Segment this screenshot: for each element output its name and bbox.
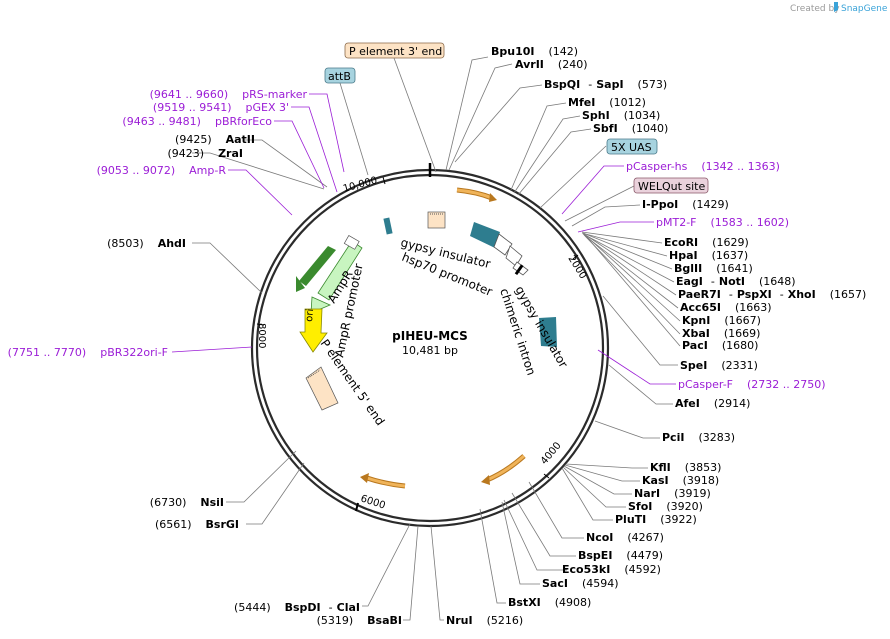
site-sfoi: SfoI(3920) <box>628 500 703 513</box>
site-bspqi-sapi: BspQI-SapI(573) <box>544 78 667 91</box>
tick-6000: 6000 <box>355 493 387 512</box>
site-bpu10i: Bpu10I(142) <box>491 45 578 58</box>
svg-text:6000: 6000 <box>359 493 387 511</box>
site-bspei: BspEI(4479) <box>578 549 663 562</box>
orf-arrow-bottom-left-head <box>360 473 369 483</box>
site-bsabi: (5319)BsaBI <box>317 614 402 627</box>
site-ecori: EcoRI(1629) <box>664 236 749 249</box>
primer-pmt2-f: pMT2-F(1583 .. 1602) <box>656 216 789 229</box>
site-avrii: AvrII(240) <box>515 58 588 71</box>
ori-label: ori <box>304 308 316 322</box>
gypsy-insulator-2-feature <box>539 317 557 347</box>
svg-text:10,000: 10,000 <box>342 175 379 195</box>
hsp70-promoter-feature <box>493 233 513 256</box>
pelement3-box <box>344 42 445 59</box>
attb-feature <box>383 217 393 235</box>
svg-text:2000: 2000 <box>565 254 588 281</box>
site-afei: AfeI(2914) <box>675 397 750 410</box>
snapgene-logo-icon <box>834 2 838 12</box>
site-i-ppoi: I-PpoI(1429) <box>642 198 729 211</box>
primer-leaders <box>171 93 676 385</box>
pelement5-feature <box>305 366 339 411</box>
site-paci: PacI(1680) <box>682 339 758 352</box>
site-bstxi: BstXI(4908) <box>508 596 591 609</box>
primer-prs-marker: (9641 .. 9660)pRS-marker <box>150 88 308 101</box>
primer-amp-r: (9053 .. 9072)Amp-R <box>97 164 227 177</box>
site-saci: SacI(4594) <box>542 577 619 590</box>
pelement3-box-label: P element 3' end <box>349 45 442 58</box>
site-sbfi: SbfI(1040) <box>593 122 668 135</box>
site-nsii: (6730)NsiI <box>150 496 224 509</box>
site-ncoi: NcoI(4267) <box>586 531 664 544</box>
site-kpni: KpnI(1667) <box>682 314 761 327</box>
plasmid-size: 10,481 bp <box>402 344 458 357</box>
site-bsrgi: (6561)BsrGI <box>155 518 239 531</box>
site-ahdi: (8503)AhdI <box>107 237 186 250</box>
site-zrai: (9423)ZraI <box>168 147 244 160</box>
credit-text: Created by <box>790 4 840 14</box>
ampr-feature <box>317 240 363 301</box>
orf-arrow-bottom-right-head <box>481 475 490 485</box>
gypsy-insulator-1-feature <box>470 222 500 248</box>
site-acc65i: Acc65I(1663) <box>680 301 772 314</box>
site-kfli: KflI(3853) <box>650 461 721 474</box>
uas-box <box>606 138 658 155</box>
site-leaders <box>192 56 681 621</box>
site-spei: SpeI(2331) <box>680 359 758 372</box>
site-pluti: PluTI(3922) <box>615 513 697 526</box>
primer-pcasper-hs: pCasper-hs(1342 .. 1363) <box>626 160 780 173</box>
site-xbai: XbaI(1669) <box>682 327 760 340</box>
welqut-box-label: WELQut site <box>638 180 705 193</box>
site-nrui: NruI(5216) <box>446 614 523 627</box>
site-nari: NarI(3919) <box>634 487 711 500</box>
pelement3-feature <box>427 211 446 229</box>
plasmid-name: pIHEU-MCS <box>392 329 468 343</box>
attb-box-label: attB <box>328 70 351 83</box>
attb-box <box>324 67 356 84</box>
site-mfei: MfeI(1012) <box>568 96 646 109</box>
credit-brand: SnapGene <box>841 4 888 14</box>
primer-pbrforeco: (9463 .. 9481)pBRforEco <box>122 115 272 128</box>
tick-2000: 2000 <box>565 254 588 281</box>
site-bspdi-clai: (5444)BspDI-ClaI <box>234 601 360 614</box>
tick-8000: 8000 <box>256 323 267 348</box>
site-eco53ki: Eco53kI(4592) <box>562 563 661 576</box>
svg-text:8000: 8000 <box>256 323 267 348</box>
site-paer7i-pspxi-xhoi: PaeR7I-PspXI-XhoI(1657) <box>678 288 866 301</box>
site-sphi: SphI(1034) <box>582 109 660 122</box>
orf-arrow-top-head <box>489 193 497 202</box>
site-kasi: KasI(3918) <box>642 474 719 487</box>
ampr-promoter-feature <box>343 235 360 250</box>
site-eagi-noti: EagI-NotI(1648) <box>676 275 796 288</box>
primer-pbr322ori-f: (7751 .. 7770)pBR322ori-F <box>8 346 168 359</box>
uas-box-label: 5X UAS <box>611 141 652 154</box>
ori-feature <box>299 308 328 353</box>
site-aatii: (9425)AatII <box>175 133 255 146</box>
primer-pgex3: (9519 .. 9541)pGEX 3' <box>153 101 289 114</box>
welqut-box <box>633 177 709 194</box>
primer-pcasper-f: pCasper-F(2732 .. 2750) <box>678 378 826 391</box>
site-bglii: BglII(1641) <box>674 262 753 275</box>
site-hpai: HpaI(1637) <box>669 249 748 262</box>
site-pcii: PciI(3283) <box>662 431 735 444</box>
